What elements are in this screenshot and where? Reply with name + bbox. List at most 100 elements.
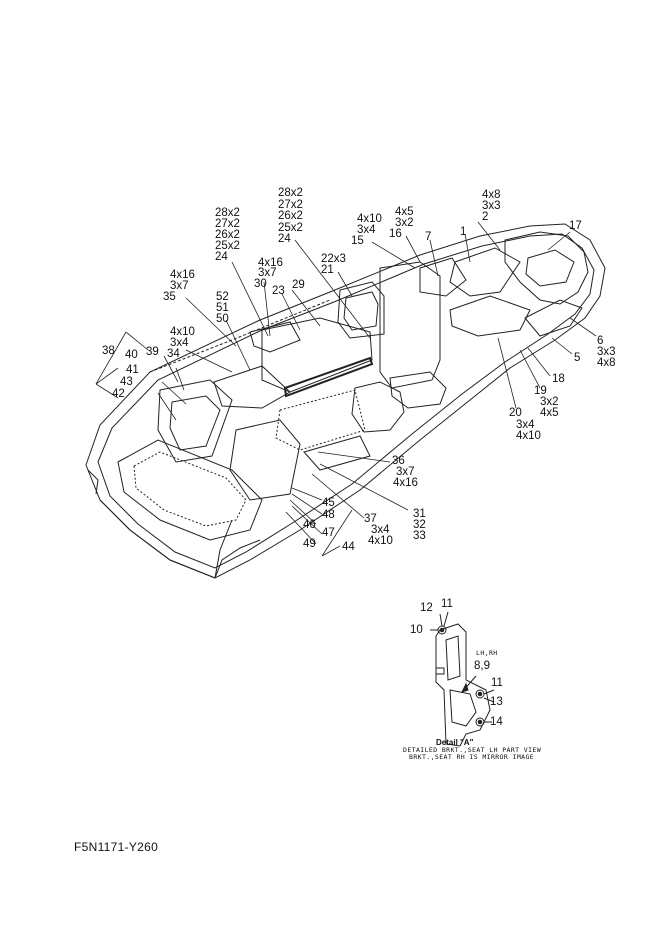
- callout-22x3: 22x3: [321, 253, 346, 265]
- detail-callout-11: 11: [491, 677, 503, 689]
- lounge-backrest: [283, 356, 374, 398]
- callout-46: 46: [303, 519, 316, 531]
- detail-note-line-2: BRKT.,SEAT RH IS MIRROR IMAGE: [409, 753, 535, 761]
- swim-platform: [117, 439, 263, 541]
- callout-38: 38: [102, 345, 115, 357]
- callout-17: 17: [569, 220, 582, 232]
- bow-seat-cushion: [449, 247, 521, 297]
- callout-52: 52: [216, 291, 229, 303]
- detail-note-line-1: DETAILED BRKT.,SEAT LH PART VIEW: [403, 746, 542, 754]
- callout-1: 1: [460, 226, 467, 238]
- callout-4x10: 4x10: [170, 326, 195, 338]
- callout-40: 40: [125, 349, 138, 361]
- callout-29: 29: [292, 279, 305, 291]
- callout-4x8: 4x8: [597, 357, 616, 369]
- callout-51: 51: [216, 302, 229, 314]
- detail-callout-14: 14: [490, 716, 503, 728]
- callout-4x16: 4x16: [170, 269, 195, 281]
- callout-3x3: 3x3: [482, 200, 501, 212]
- callout-37: 37: [364, 513, 377, 525]
- callout-2: 2: [482, 211, 489, 223]
- callout-33: 33: [413, 530, 426, 542]
- callout-16: 16: [389, 228, 402, 240]
- detail-callout-11: 11: [441, 598, 453, 610]
- transom-line: [99, 499, 216, 579]
- bow-deck: [504, 231, 589, 305]
- figure-code: F5N1171-Y260: [74, 840, 159, 854]
- lounge-side-cushion: [249, 321, 301, 353]
- callout-4x10: 4x10: [357, 213, 382, 225]
- callout-28x2: 28x2: [215, 207, 240, 219]
- bow-seat-cushion: [524, 299, 583, 337]
- callout-3x7: 3x7: [396, 466, 415, 478]
- detail-callout-12: 12: [420, 602, 433, 614]
- callout-4x8: 4x8: [482, 189, 501, 201]
- callout-3x3: 3x3: [597, 346, 616, 358]
- callout-27x2: 27x2: [278, 199, 303, 211]
- detail-a-bracket: [430, 611, 495, 747]
- callout-4x16: 4x16: [258, 257, 283, 269]
- callout-7: 7: [425, 231, 432, 243]
- hull-inner-rim: [97, 233, 595, 569]
- bow-seat-cushion: [449, 295, 531, 337]
- callout-47: 47: [322, 527, 335, 539]
- callout-4x5: 4x5: [540, 407, 559, 419]
- callout-25x2: 25x2: [278, 222, 303, 234]
- callout-3x4: 3x4: [516, 419, 535, 431]
- console-left-box: [337, 281, 385, 339]
- callout-3x2: 3x2: [540, 396, 559, 408]
- callout-34: 34: [167, 348, 180, 360]
- callout-50: 50: [216, 313, 229, 325]
- callout-26x2: 26x2: [278, 210, 303, 222]
- detail-callout-13: 13: [490, 696, 503, 708]
- lounge-cushion: [261, 317, 373, 393]
- callout-3x4: 3x4: [357, 224, 376, 236]
- callout-4x5: 4x5: [395, 206, 414, 218]
- leader-lines: [95, 221, 597, 557]
- callout-3x4: 3x4: [371, 524, 390, 536]
- callout-45: 45: [322, 497, 335, 509]
- swim-platform-grip: [133, 451, 247, 527]
- callout-42: 42: [112, 388, 125, 400]
- callout-24: 24: [215, 251, 228, 263]
- callout-3x7: 3x7: [170, 280, 189, 292]
- callout-41: 41: [126, 364, 139, 376]
- stern-fin: [87, 469, 99, 495]
- stern-seat-back: [229, 419, 301, 501]
- detail-title: Detail "A": [436, 738, 474, 747]
- passenger-seat: [389, 371, 447, 409]
- stern-seat-back: [157, 379, 233, 463]
- callout-43: 43: [120, 376, 133, 388]
- driver-seat: [351, 381, 405, 433]
- callout-24: 24: [278, 233, 291, 245]
- stern-fin: [214, 539, 261, 579]
- callout-23: 23: [272, 285, 285, 297]
- callout-4x10: 4x10: [516, 430, 541, 442]
- console-right: [379, 261, 441, 389]
- callout-4x10: 4x10: [368, 535, 393, 547]
- callout-31: 31: [413, 508, 426, 520]
- console-screen: [343, 291, 379, 331]
- callout-5: 5: [574, 352, 581, 364]
- floor-mat: [275, 389, 366, 451]
- floor-mat: [303, 435, 371, 471]
- callout-21: 21: [321, 264, 334, 276]
- callout-4x16: 4x16: [393, 477, 418, 489]
- callout-3x2: 3x2: [395, 217, 414, 229]
- callout-28x2: 28x2: [278, 187, 303, 199]
- detail-lhrh-label: LH,RH: [476, 649, 498, 657]
- callout-36: 36: [392, 455, 405, 467]
- callout-44: 44: [342, 541, 355, 553]
- callout-3x7: 3x7: [258, 267, 277, 279]
- callout-18: 18: [552, 373, 565, 385]
- callout-20: 20: [509, 407, 522, 419]
- gunwale-line: [214, 519, 233, 579]
- callout-30: 30: [254, 278, 267, 290]
- callout-15: 15: [351, 235, 364, 247]
- callout-26x2: 26x2: [215, 229, 240, 241]
- callout-39: 39: [146, 346, 159, 358]
- stern-seat-detail: [169, 395, 221, 451]
- callout-27x2: 27x2: [215, 218, 240, 230]
